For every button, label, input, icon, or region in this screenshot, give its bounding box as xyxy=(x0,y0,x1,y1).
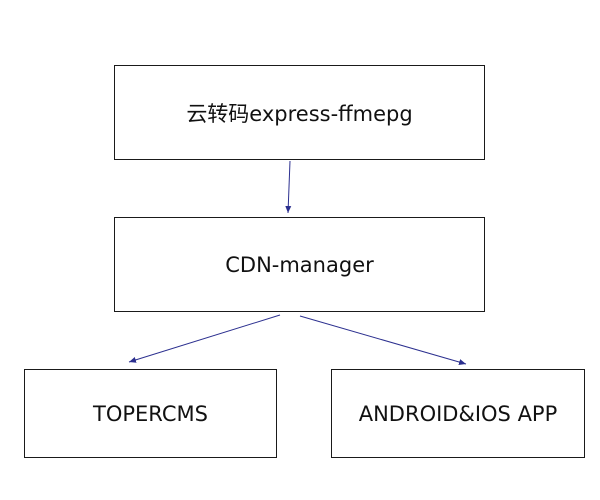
node-label: TOPERCMS xyxy=(93,401,208,426)
node-topercms: TOPERCMS xyxy=(24,369,277,458)
node-cloud-transcode: 云转码express-ffmepg xyxy=(114,65,485,160)
node-label: 云转码express-ffmepg xyxy=(186,101,413,126)
arrow-middle-to-right xyxy=(299,315,467,365)
node-label: CDN-manager xyxy=(225,252,374,277)
arrow-top-to-middle xyxy=(285,160,292,214)
arrow-middle-to-left xyxy=(128,314,281,363)
node-cdn-manager: CDN-manager xyxy=(114,217,485,312)
node-label: ANDROID&IOS APP xyxy=(358,401,558,426)
node-mobile-app: ANDROID&IOS APP xyxy=(331,369,585,458)
